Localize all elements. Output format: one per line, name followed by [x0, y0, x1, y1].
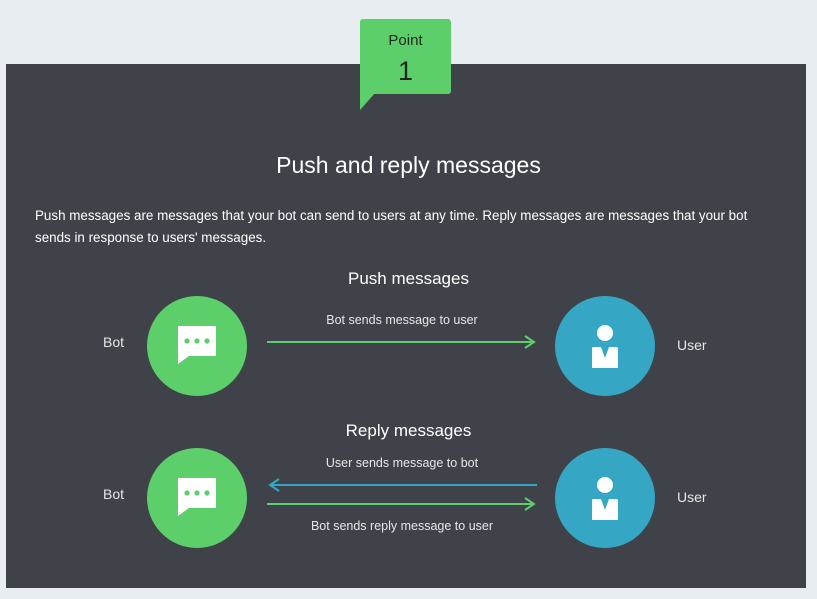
- reply-messages-heading: Reply messages: [345, 421, 472, 440]
- point-badge: Point 1: [360, 19, 451, 94]
- content-panel: [6, 64, 806, 588]
- push-bot-label: Bot: [103, 334, 125, 350]
- reply-user-label: User: [677, 489, 707, 505]
- reply-bot-label: Bot: [103, 486, 125, 502]
- push-bot-circle: [147, 296, 247, 396]
- person-icon: [592, 325, 618, 368]
- reply-arrow-right: [267, 497, 536, 511]
- reply-bot-circle: [147, 448, 247, 548]
- push-arrow-label: Bot sends message to user: [326, 313, 478, 327]
- page-title: Push and reply messages: [276, 152, 541, 178]
- push-arrow-right: [267, 335, 536, 349]
- person-icon: [592, 477, 618, 520]
- reply-arrow-top-label: User sends message to bot: [325, 456, 479, 470]
- point-badge-label: Point: [388, 32, 423, 49]
- chat-bubble-icon: [178, 478, 216, 516]
- reply-arrow-left: [268, 478, 537, 492]
- point-badge-tail: [360, 92, 376, 110]
- chat-bubble-icon: [178, 326, 216, 364]
- push-user-label: User: [677, 337, 707, 353]
- push-user-circle: [555, 296, 655, 396]
- reply-user-circle: [555, 448, 655, 548]
- push-messages-heading: Push messages: [348, 269, 469, 288]
- point-badge-number: 1: [397, 56, 414, 86]
- reply-arrow-bottom-label: Bot sends reply message to user: [310, 519, 494, 533]
- description-text: Push messages are messages that your bot…: [35, 208, 748, 245]
